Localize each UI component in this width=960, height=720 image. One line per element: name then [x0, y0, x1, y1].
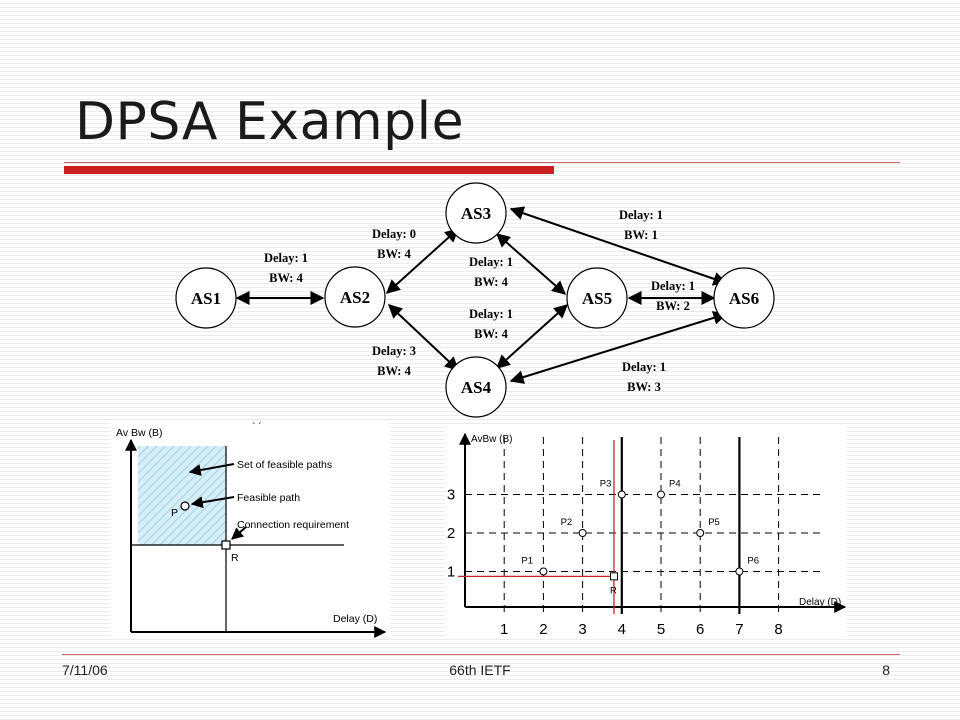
path-point-label: P3 [600, 479, 612, 490]
grid-lines [465, 437, 822, 614]
y-tick-label: 3 [447, 487, 455, 504]
requirement-point [609, 572, 618, 581]
path-point-p6 [735, 567, 744, 576]
page-number: 8 [882, 662, 890, 678]
x-tick-label: 5 [657, 621, 665, 638]
path-point-p4 [657, 490, 665, 499]
requirement-label: R [610, 585, 617, 596]
x-tick-label: 7 [735, 621, 743, 638]
y-tick-label: 1 [447, 564, 455, 581]
path-point-p2 [578, 529, 587, 537]
node-as3: AS3 [445, 182, 507, 244]
feasible-region-hatch [138, 446, 226, 545]
edge-label-as5-as4-delay: Delay: 1 [469, 307, 513, 321]
node-as2: AS2 [324, 266, 386, 328]
edge-label-as1-as2-bw: BW: 4 [269, 271, 303, 285]
svg-text:AS1: AS1 [191, 289, 221, 308]
node-as5: AS5 [566, 267, 628, 329]
left-annotation-set: Set of feasible paths [237, 459, 332, 471]
svg-text:AS3: AS3 [461, 204, 491, 223]
x-tick-label: 4 [618, 621, 626, 638]
edge-label-as4-as6-bw: BW: 3 [627, 380, 661, 394]
edge-label-as5-as6-delay: Delay: 1 [651, 279, 695, 293]
y-tick-label: 2 [447, 525, 455, 542]
feasible-region-figure: ` ´ P R Set of feasible paths Feasible p… [110, 421, 390, 639]
footer-rule [62, 654, 900, 655]
path-point-label: P5 [708, 517, 720, 528]
edge-label-as2-as3-bw: BW: 4 [377, 247, 411, 261]
path-point-p3 [617, 490, 626, 499]
x-tick-label: 6 [696, 621, 704, 638]
network-graph: AS1 AS2 AS3 AS4 AS5 AS6 Delay: 1 BW: 4 D… [175, 182, 775, 418]
svg-text:AS4: AS4 [461, 378, 492, 397]
path-point-label: P2 [561, 517, 573, 528]
left-x-axis-label: Delay (D) [333, 613, 377, 625]
footer-date: 7/11/06 [62, 662, 108, 678]
edge-label-as3-as5-bw: BW: 4 [474, 275, 508, 289]
edge-label-as2-as3-delay: Delay: 0 [372, 227, 416, 241]
left-annotation-requirement: Connection requirement [237, 519, 349, 531]
left-point-label-p: P [171, 507, 178, 519]
x-tick-label: 3 [578, 621, 586, 638]
edge-label-as1-as2-delay: Delay: 1 [264, 251, 308, 265]
left-stray-mark: ` ´ [252, 421, 262, 433]
path-point-p5 [696, 529, 705, 537]
path-point-label: P4 [669, 479, 681, 490]
edge-label-as2-as4-bw: BW: 4 [377, 364, 411, 378]
x-tick-label: 1 [500, 621, 508, 638]
path-point-label: P6 [747, 556, 759, 567]
left-feasible-point [180, 501, 190, 511]
title-rule [64, 162, 900, 163]
edge-label-as3-as6-bw: BW: 1 [624, 228, 658, 242]
node-as1: AS1 [175, 267, 237, 329]
edge-as2-as4 [387, 304, 460, 371]
x-tick-label: 8 [774, 621, 782, 638]
edge-label-as5-as6-bw: BW: 2 [656, 299, 690, 313]
footer-event: 66th IETF [449, 662, 511, 678]
path-point-p1 [539, 567, 548, 576]
edge-label-as5-as4-bw: BW: 4 [474, 327, 508, 341]
left-annotation-feasible: Feasible path [237, 492, 300, 504]
svg-text:AS6: AS6 [729, 289, 759, 308]
edge-as2-as3 [385, 228, 460, 294]
edge-label-as3-as5-delay: Delay: 1 [469, 255, 513, 269]
edge-label-as2-as4-delay: Delay: 3 [372, 344, 416, 358]
right-y-axis-label: AvBw (B) [471, 434, 513, 445]
edge-as4-as6 [509, 311, 728, 384]
x-tick-label: 2 [539, 621, 547, 638]
left-point-label-r: R [231, 552, 239, 564]
edge-label-as3-as6-delay: Delay: 1 [619, 208, 663, 222]
edge-as3-as6 [509, 206, 728, 286]
title-accent-bar [64, 166, 554, 174]
node-as6: AS6 [713, 267, 775, 329]
slide-title: DPSA Example [75, 92, 465, 152]
edge-label-as4-as6-delay: Delay: 1 [622, 360, 666, 374]
left-requirement-point [221, 540, 231, 550]
svg-text:AS2: AS2 [340, 288, 370, 307]
left-y-axis-label: Av Bw (B) [116, 427, 162, 439]
svg-text:AS5: AS5 [582, 289, 612, 308]
right-x-axis-label: Delay (D) [799, 597, 841, 608]
path-point-label: P1 [521, 556, 533, 567]
node-as4: AS4 [445, 356, 507, 418]
